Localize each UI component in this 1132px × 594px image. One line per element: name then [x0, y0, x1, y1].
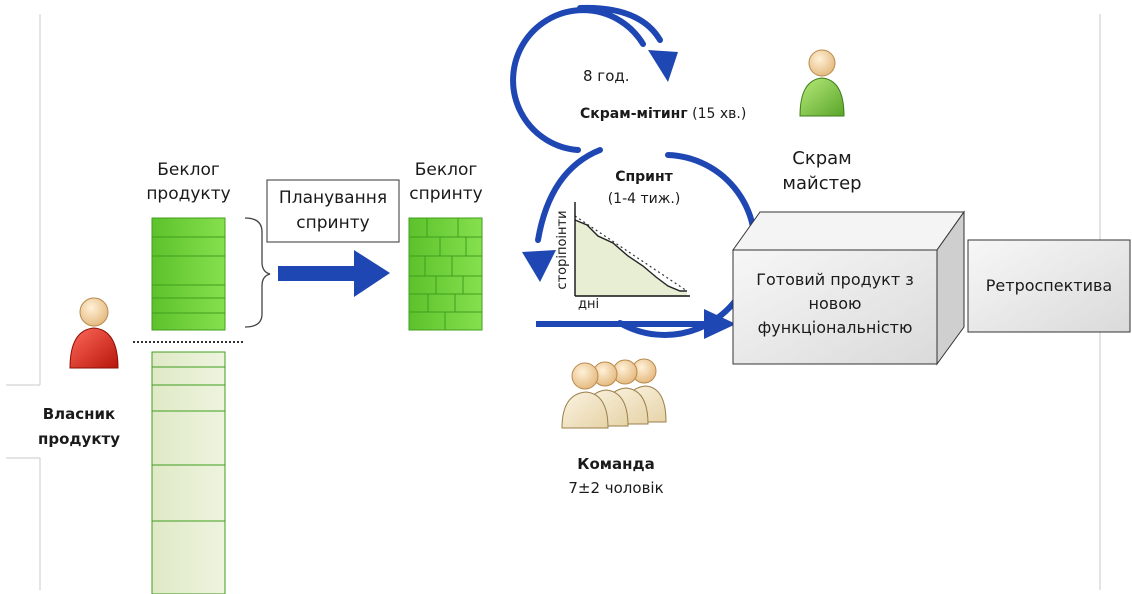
delivery-arrow [536, 309, 736, 339]
scrum-meeting-loop [510, 4, 678, 153]
scrum-master-label: Скрам майстер [782, 146, 862, 196]
scrum-meeting-title: Скрам-мітинг [580, 106, 688, 122]
finished-product-line2: новою [808, 294, 862, 313]
scrum-meeting-duration: (15 хв.) [692, 106, 747, 122]
scrum-meeting-label: Скрам-мітинг (15 хв.) [580, 102, 746, 126]
sprint-planning-line1: Планування [278, 188, 388, 208]
team-size: 7±2 чоловік [568, 479, 664, 497]
product-owner-line2: продукту [38, 430, 120, 448]
sprint-title: Спринт [615, 169, 673, 185]
burndown-x-label: дні [578, 297, 600, 312]
product-backlog-label-line2: продукту [146, 184, 231, 204]
team-icon [561, 358, 667, 429]
sprint-planning-line2: спринту [296, 213, 370, 233]
finished-product-line1: Готовий продукт з [756, 270, 914, 289]
burndown-chart [574, 202, 690, 297]
sprint-backlog-label-line1: Беклог [414, 160, 478, 180]
sprint-planning-box [266, 179, 400, 243]
scrum-master-line2: майстер [782, 173, 862, 194]
sprint-duration: (1-4 тиж.) [607, 191, 681, 207]
finished-product-label: Готовий продукт з новою функціональністю [733, 268, 937, 340]
product-backlog-label-line1: Беклог [157, 160, 220, 180]
team-title: Команда [577, 455, 655, 473]
retrospective-box [967, 239, 1131, 333]
scrum-master-line1: Скрам [792, 148, 852, 169]
finished-product-line3: функціональністю [757, 318, 913, 337]
sprint-label: Спринт (1-4 тиж.) [590, 166, 698, 210]
burndown-y-label: сторіпоінти [555, 210, 570, 290]
finished-product-box [732, 210, 965, 366]
product-backlog-column [133, 217, 243, 594]
scrum-master-icon [799, 49, 845, 117]
sprint-backlog-column [408, 217, 483, 331]
sprint-planning-label: Планування спринту [267, 186, 399, 236]
backlog-brace [244, 217, 271, 328]
planning-arrow [278, 250, 390, 297]
retrospective-label: Ретроспектива [985, 276, 1113, 295]
product-owner-line1: Власник [42, 405, 116, 423]
sprint-backlog-label-line2: спринту [409, 184, 483, 204]
team-label: Команда 7±2 чоловік [548, 452, 684, 500]
burndown-actual-line [574, 219, 687, 292]
product-backlog-light [151, 351, 226, 594]
sprint-backlog-label: Беклог спринту [400, 158, 492, 206]
product-backlog-label: Беклог продукту [138, 158, 239, 206]
product-owner-icon [69, 297, 119, 369]
scrum-meeting-hours: 8 год. [583, 67, 630, 85]
product-owner-label: Власник продукту [24, 402, 134, 452]
